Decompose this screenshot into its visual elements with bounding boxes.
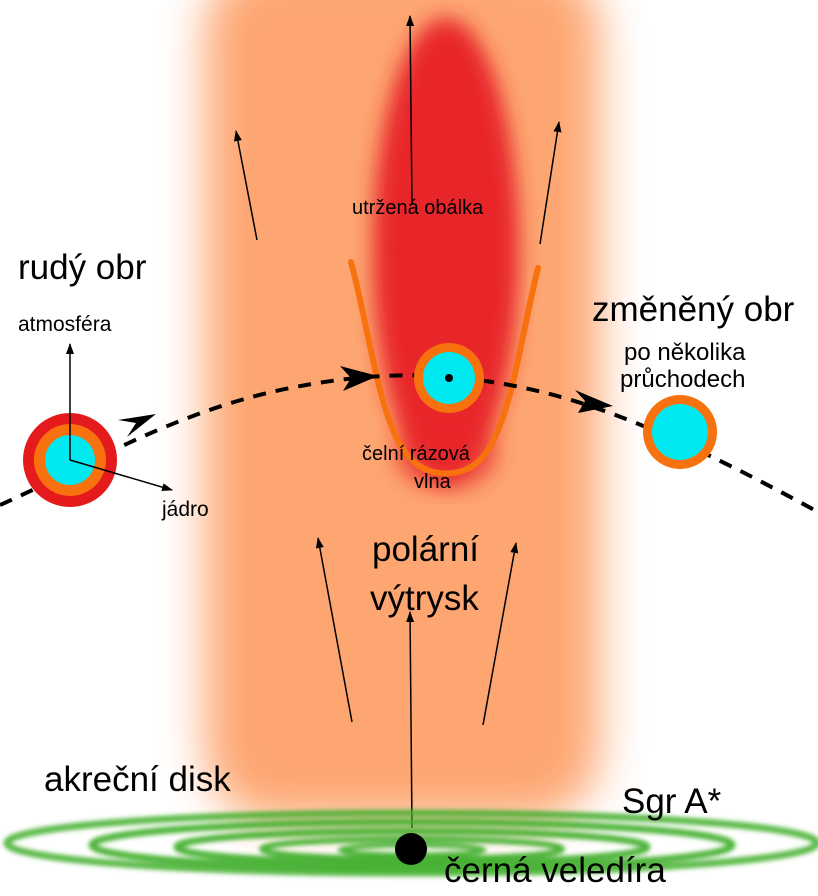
jet-flow-arrows xyxy=(233,15,562,829)
orbit-arrowhead-1 xyxy=(118,414,156,437)
envelope-cloud xyxy=(373,18,519,482)
jet-arrow-upper-left xyxy=(233,130,258,241)
red-giant xyxy=(23,343,173,507)
label-bow-shock-2: vlna xyxy=(414,471,452,493)
core-pointer-arrow xyxy=(69,459,173,492)
jet-arrow-upper-right xyxy=(539,121,562,245)
label-after-passes-2: průchodech xyxy=(620,366,745,393)
jet-arrow-lower-left xyxy=(315,537,353,723)
jet-arrow-lower-right xyxy=(482,542,519,726)
pericenter-center-dot xyxy=(445,374,453,382)
changed-giant xyxy=(643,395,717,469)
label-changed-giant: změněný obr xyxy=(592,290,795,329)
label-accretion-disk: akreční disk xyxy=(44,760,231,799)
label-torn-envelope: utržená obálka xyxy=(352,197,484,219)
disk-ring-2 xyxy=(88,818,736,872)
jet-arrow-lower-center xyxy=(406,611,415,829)
label-core: jádro xyxy=(161,498,209,521)
label-after-passes-1: po několika xyxy=(624,339,746,366)
label-sgr-a: Sgr A* xyxy=(622,782,722,821)
bow-shock xyxy=(348,259,541,477)
disk-ring-1 xyxy=(3,809,818,877)
changed-giant-core xyxy=(652,404,708,460)
label-atmosphere: atmosféra xyxy=(18,313,112,336)
label-polar-jet-1: polární xyxy=(372,530,479,569)
label-red-giant: rudý obr xyxy=(18,248,147,287)
orbit-path xyxy=(0,373,818,514)
label-bow-shock-1: čelní rázová xyxy=(362,443,471,465)
label-black-hole: černá veledíra xyxy=(444,851,666,890)
envelope-tail xyxy=(394,420,498,490)
giant-at-pericenter xyxy=(414,343,484,413)
torn-envelope xyxy=(373,18,519,490)
orbit-arrowhead-2 xyxy=(340,366,378,391)
orbit-arrowhead-3 xyxy=(575,390,613,413)
jet-arrow-upper-center xyxy=(406,15,415,206)
black-hole xyxy=(395,833,427,865)
label-polar-jet-2: výtrysk xyxy=(370,579,479,618)
